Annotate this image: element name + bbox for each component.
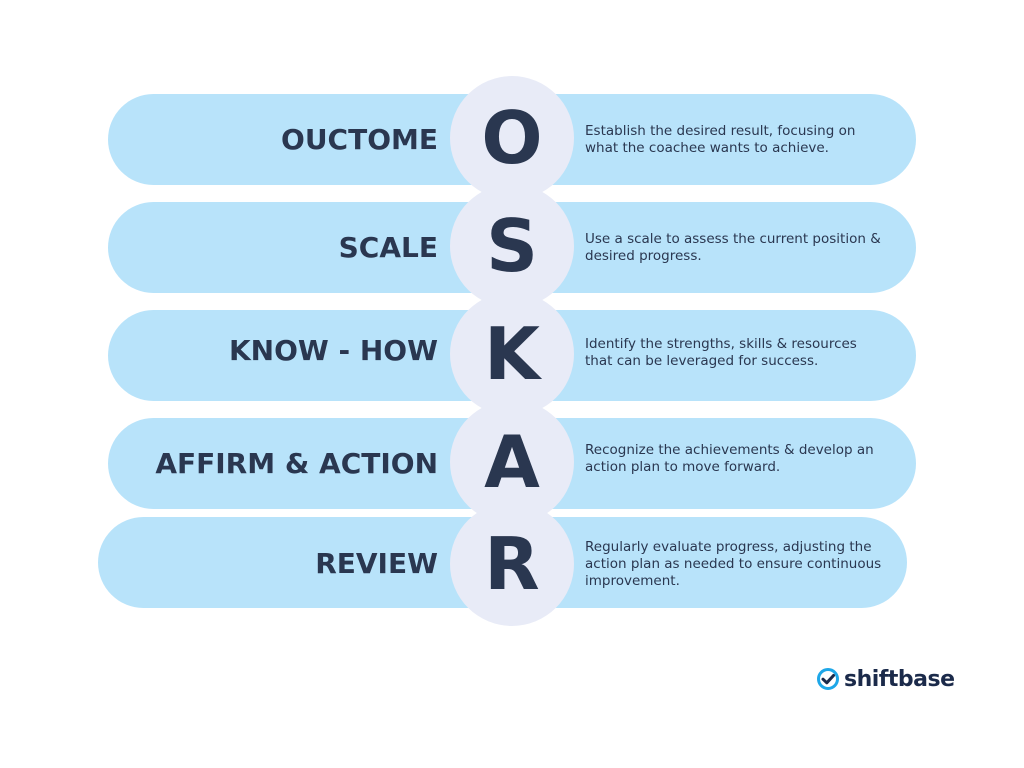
row-description-outcome: Establish the desired result, focusing o… (585, 123, 856, 156)
check-circle-icon (817, 668, 839, 690)
row-description-affirm-action: Recognize the achievements & develop an … (585, 442, 874, 475)
row-label-know-how: KNOW - HOW (228, 334, 438, 367)
row-label-review: REVIEW (315, 547, 438, 580)
row-label-affirm-action: AFFIRM & ACTION (155, 447, 438, 480)
letter-circle-r: R (450, 502, 574, 626)
row-description-scale: Use a scale to assess the current positi… (585, 231, 881, 264)
brand-logo: shiftbase (816, 664, 955, 694)
letter-circle-s: S (450, 184, 574, 308)
brand-logo-text: shiftbase (844, 666, 955, 692)
letter-circle-k: K (450, 292, 574, 416)
letter-circle-o: O (450, 76, 574, 200)
row-description-review: Regularly evaluate progress, adjusting t… (585, 539, 882, 589)
row-label-outcome: OUCTOME (281, 123, 438, 156)
row-description-know-how: Identify the strengths, skills & resourc… (585, 336, 857, 369)
row-label-scale: SCALE (338, 231, 438, 264)
